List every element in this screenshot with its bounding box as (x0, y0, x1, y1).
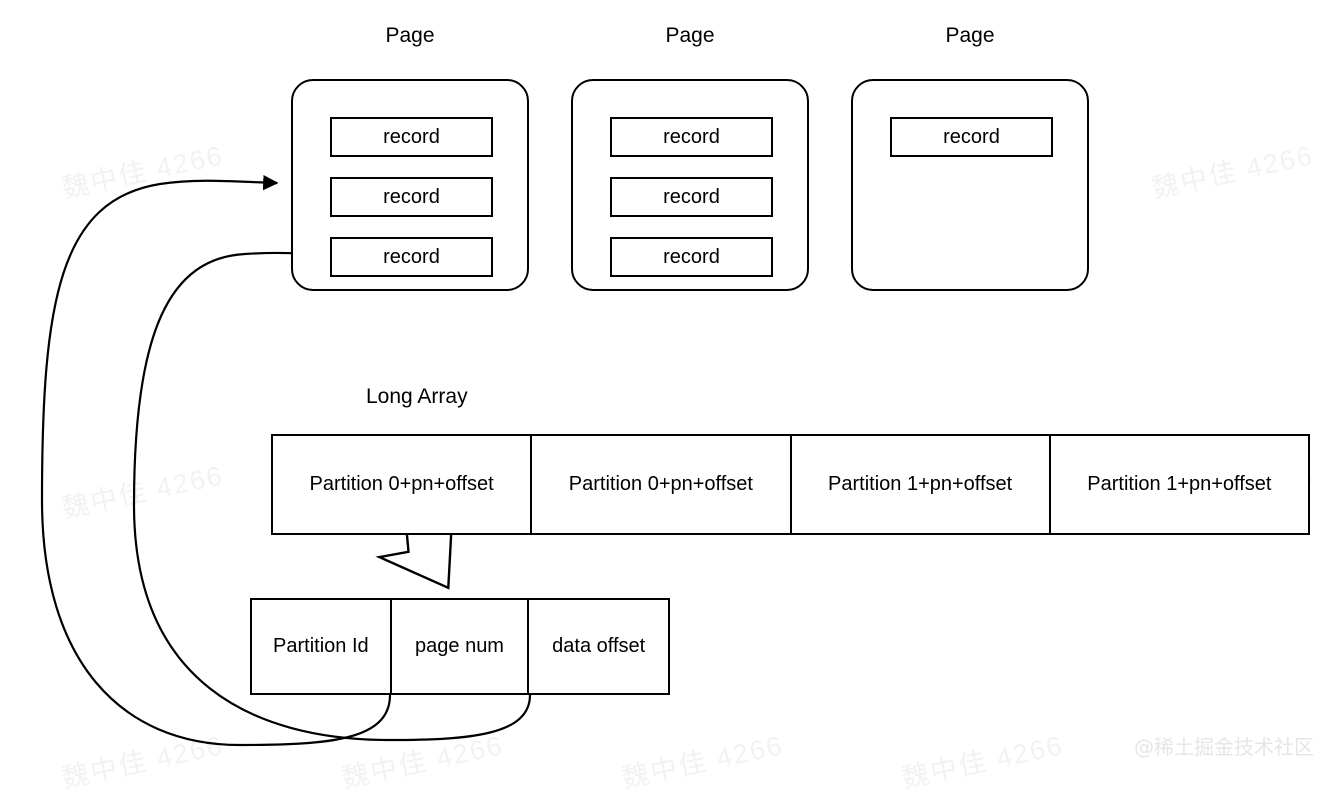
record-box: record (890, 117, 1053, 157)
long-value-layout-table: Partition Id page num data offset (250, 598, 670, 695)
page-label-2: Page (665, 24, 715, 47)
long-array-label: Long Array (366, 385, 468, 408)
pointer-curve-page-num (40, 174, 392, 747)
record-box: record (330, 237, 493, 277)
record-box: record (610, 177, 773, 217)
page-box-3 (851, 79, 1089, 291)
long-array-cell: Partition 1+pn+offset (1087, 473, 1272, 495)
record-box: record (610, 117, 773, 157)
partition-id-cell: Partition Id (252, 600, 392, 693)
data-offset-cell: data offset (552, 635, 646, 657)
long-array-cell: Partition 1+pn+offset (792, 436, 1051, 533)
long-array-cell: Partition 0+pn+offset (532, 436, 792, 533)
record-box: record (610, 237, 773, 277)
diagram-canvas: 魏中佳 4266 魏中佳 4266 魏中佳 4266 魏中佳 4266 魏中佳 … (40, 24, 1317, 794)
pointer-curve-data-offset (132, 246, 532, 742)
record-box: record (330, 117, 493, 157)
page-num-cell: page num (392, 600, 530, 693)
record-box: record (330, 177, 493, 217)
page-label-3: Page (945, 24, 995, 47)
corner-watermark: @稀土掘金技术社区 (1134, 735, 1314, 759)
long-array-table: Partition 0+pn+offset Partition 0+pn+off… (271, 434, 1310, 535)
long-array-cell: Partition 0+pn+offset (273, 436, 533, 533)
page-label-1: Page (385, 24, 435, 47)
